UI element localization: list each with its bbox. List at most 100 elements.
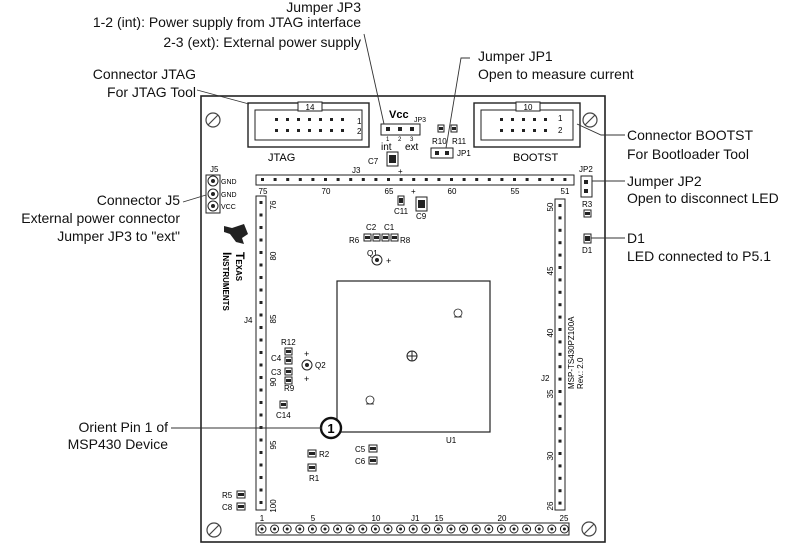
j3-pin xyxy=(324,178,327,181)
j3-pin xyxy=(563,178,567,181)
j2-pin xyxy=(558,414,562,418)
r10-label: R10 xyxy=(432,137,447,146)
j4-pin xyxy=(259,413,263,417)
j3-pin xyxy=(374,178,378,181)
c11-c9-area: C11 + C9 xyxy=(394,187,428,221)
j4-pin xyxy=(259,326,263,329)
jtag-pin xyxy=(275,118,278,121)
j4-pin xyxy=(259,488,263,492)
jtag-pin xyxy=(341,129,344,132)
j4-pin xyxy=(259,363,263,367)
r2-label: R2 xyxy=(319,450,330,459)
j4-pin xyxy=(259,288,263,292)
j3-pin xyxy=(437,178,441,181)
j1-pin-center xyxy=(499,527,503,531)
c7-capacitor: C7 + xyxy=(368,151,403,176)
j4-pin xyxy=(259,226,263,229)
j4-pin xyxy=(259,376,263,379)
j1-pin-center xyxy=(411,527,415,531)
jtag-pins xyxy=(275,118,344,132)
j2-pin xyxy=(558,340,562,344)
j3-pin xyxy=(462,178,466,181)
j1-pin-center xyxy=(336,527,340,531)
jtag-pin xyxy=(275,129,278,132)
c11-label: C11 xyxy=(394,207,409,216)
j4-number: 85 xyxy=(269,314,278,323)
jp3-jumper: Vcc JP3 1 2 3 int ext xyxy=(380,109,426,153)
callout-jp3-line2: 2-3 (ext): External power supply xyxy=(163,34,361,50)
j1-pin-center xyxy=(562,527,566,531)
j1-number: 10 xyxy=(372,514,381,523)
jp2-d1-area: JP2 R3 D1 xyxy=(579,165,593,255)
bootst-connector: 10 1 2 BOOTST xyxy=(473,101,581,164)
c2-label: C2 xyxy=(366,223,377,232)
j3-pin xyxy=(311,178,315,181)
jp3-pin-3-label: 3 xyxy=(410,137,414,143)
callout-j5-line2: Jumper JP3 to "ext" xyxy=(57,228,180,244)
j3-number: 70 xyxy=(322,187,331,196)
callout-jp3-title: Jumper JP3 xyxy=(286,0,361,15)
bootst-pin-count: 10 xyxy=(524,103,533,112)
mounting-hole-bottom-left xyxy=(206,522,222,538)
j4-number: 80 xyxy=(269,251,278,260)
j1-pin-center xyxy=(386,527,390,531)
j1-pin-center xyxy=(550,527,554,531)
j1-pin-center xyxy=(310,527,314,531)
j3-pin xyxy=(273,178,277,181)
bootst-pin xyxy=(533,129,536,132)
j3-pin xyxy=(513,178,516,181)
j1-pin-center xyxy=(348,527,352,531)
callout-jtag-line1: For JTAG Tool xyxy=(107,84,196,100)
j2-pin xyxy=(558,476,562,480)
jp3-ext-label: ext xyxy=(405,142,419,153)
j4-pin xyxy=(259,213,263,217)
j2-pin xyxy=(558,352,562,356)
j1-pin-center xyxy=(373,527,377,531)
callout-jp1-line1: Open to measure current xyxy=(478,66,634,82)
j4-pin xyxy=(259,301,263,304)
j1-number: 1 xyxy=(260,514,265,523)
c3-label: C3 xyxy=(271,368,282,377)
jtag-pin xyxy=(297,129,300,132)
j1-pin-center xyxy=(273,527,277,531)
j4-pin xyxy=(259,426,263,429)
j3-label: J3 xyxy=(352,166,361,175)
j1-pin-center xyxy=(361,527,365,531)
board-id: MSP-TS430PZ100A Rev.: 2.0 xyxy=(567,316,585,389)
jp3-pin-2-label: 2 xyxy=(398,137,402,143)
r6-label: R6 xyxy=(349,236,360,245)
q1-area: C2 C1 R6 R8 Q1 + xyxy=(349,223,411,266)
board-id-line2: Rev.: 2.0 xyxy=(576,357,585,389)
c7-plus: + xyxy=(398,167,403,176)
q1-plus: + xyxy=(386,256,391,266)
bootst-pin xyxy=(500,129,503,132)
callout-bootst-line1: For Bootloader Tool xyxy=(627,146,749,162)
bootst-board-label: BOOTST xyxy=(513,152,559,164)
jtag-pin xyxy=(308,129,311,132)
logo-texas: Texas xyxy=(233,252,247,282)
bootst-pin-1-label: 1 xyxy=(558,114,563,123)
j1-pin-center xyxy=(512,527,516,531)
j1-pin-center xyxy=(436,527,440,531)
j1-pin-center xyxy=(525,527,529,531)
jtag-pin-count: 14 xyxy=(306,103,315,112)
mounting-hole-bottom-right xyxy=(581,521,597,537)
bootst-pin xyxy=(511,129,514,132)
jp2-board-label: JP2 xyxy=(579,165,593,174)
j5-vcc-label: VCC xyxy=(221,204,236,211)
jp1-area: R10 R11 JP1 xyxy=(430,124,471,159)
j2-pins xyxy=(558,204,562,505)
j2-number: 45 xyxy=(546,266,555,275)
q1-label: Q1 xyxy=(367,249,378,258)
bootst-pin xyxy=(511,118,514,121)
bootst-pin xyxy=(500,118,503,121)
j2-pin xyxy=(558,216,562,220)
bootst-pin xyxy=(522,129,525,132)
leader-bootst xyxy=(576,123,625,136)
j2-pin xyxy=(558,439,562,443)
callout-orient-line2: MSP430 Device xyxy=(68,436,169,452)
